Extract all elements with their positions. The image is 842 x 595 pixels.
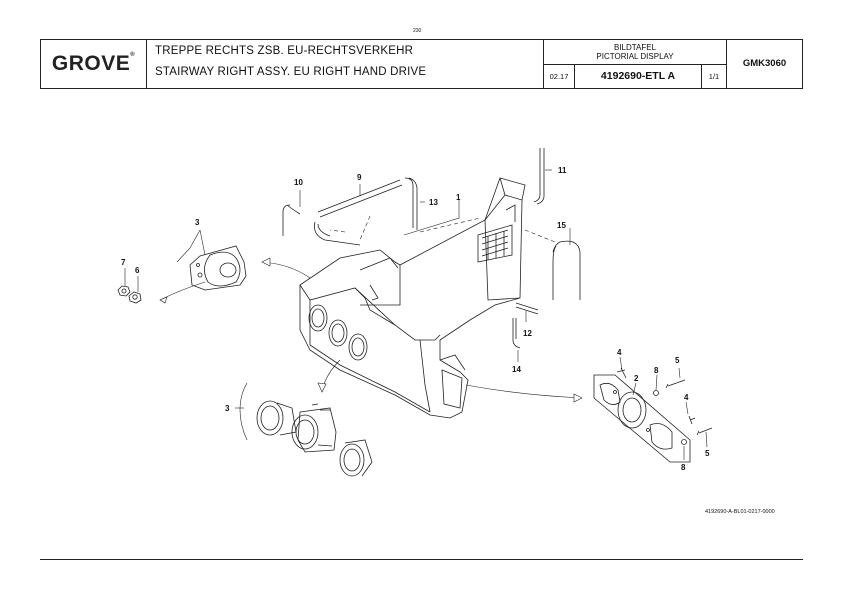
stair-housing — [299, 177, 526, 419]
callout-9: 9 — [357, 173, 362, 182]
callout-13: 13 — [429, 198, 438, 207]
callout-8-upper: 8 — [654, 366, 659, 375]
footer-rule — [40, 559, 803, 560]
callout-10: 10 — [294, 178, 303, 187]
sheet-number: 1/1 — [702, 65, 727, 88]
callout-2: 2 — [634, 374, 639, 383]
leader-lines — [124, 169, 708, 460]
pictorial-cell: BILDTAFEL PICTORIAL DISPLAY — [544, 40, 727, 65]
callout-6: 6 — [135, 266, 140, 275]
callout-12: 12 — [523, 329, 532, 338]
page-number: 230 — [413, 28, 422, 34]
callout-14: 14 — [512, 365, 521, 374]
callout-8-lower: 8 — [681, 463, 686, 472]
title-english: STAIRWAY RIGHT ASSY. EU RIGHT HAND DRIVE — [155, 66, 427, 78]
bildtafel-label: BILDTAFEL — [613, 43, 657, 52]
registered-mark-icon: ® — [130, 52, 136, 58]
callout-5-lower: 5 — [705, 449, 710, 458]
lamp-assembly-upper — [189, 245, 247, 291]
callout-1: 1 — [456, 193, 461, 202]
logo-text: GROVE — [51, 52, 131, 75]
pictorial-label: PICTORIAL DISPLAY — [596, 52, 674, 61]
title-block: GROVE® TREPPE RECHTS ZSB. EU-RECHTSVERKE… — [40, 39, 803, 89]
model: GMK3060 — [742, 58, 787, 69]
callout-3-lower: 3 — [225, 404, 230, 413]
drawing-reference: 4192690-A-BL01-0217-0000 — [705, 509, 775, 515]
title-german: TREPPE RECHTS ZSB. EU-RECHTSVERKEHR — [155, 45, 414, 57]
callout-4-lower: 4 — [684, 393, 689, 402]
date: 02.17 — [544, 65, 575, 88]
grove-logo: GROVE® — [52, 52, 135, 76]
callout-3-upper: 3 — [195, 218, 200, 227]
callout-15: 15 — [557, 221, 566, 230]
title-cell: TREPPE RECHTS ZSB. EU-RECHTSVERKEHR STAI… — [147, 40, 544, 88]
callout-4-upper: 4 — [617, 348, 622, 357]
callout-11: 11 — [558, 166, 567, 175]
handrails — [282, 148, 581, 349]
lamps-lower — [256, 400, 373, 477]
logo-cell: GROVE® — [41, 40, 147, 88]
part-number: 4192690-ETL A — [575, 65, 702, 88]
nuts — [117, 285, 142, 304]
callout-5-upper: 5 — [675, 356, 680, 365]
callout-7: 7 — [121, 258, 126, 267]
bracket-plate — [593, 367, 713, 463]
